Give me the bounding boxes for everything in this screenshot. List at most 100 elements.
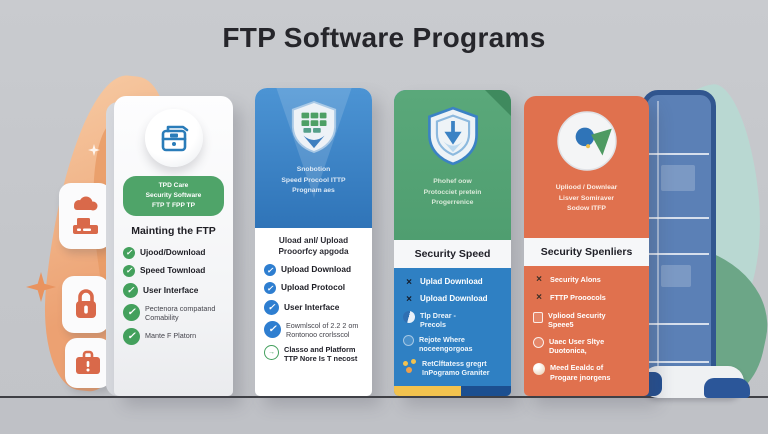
- check-circle-icon: ✓: [123, 327, 140, 345]
- card3-header: Phohef oow Protocciet pretein Progerreni…: [394, 90, 511, 240]
- list-item: × Upload Download: [403, 294, 502, 305]
- check-circle-icon: ✓: [123, 246, 135, 259]
- list-item-label: RetClftatess gregrt InPogramo Graniter: [422, 359, 490, 377]
- briefcase-icon: [76, 350, 100, 374]
- padlock-icon: [75, 288, 96, 318]
- card4-feature-list: × Security Alons × FTTP Prooocols Vplioo…: [524, 266, 649, 382]
- list-item: Tlp Drear - Precols: [403, 311, 502, 329]
- phone-divider: [649, 253, 709, 255]
- alert-x-icon: ×: [536, 274, 542, 285]
- list-item-label: User Interface: [143, 284, 199, 295]
- list-item: × FTTP Prooocols: [533, 293, 640, 303]
- badge-line: TPD Care: [158, 182, 189, 189]
- x-mark-icon: ×: [406, 277, 412, 288]
- check-circle-icon: ✓: [264, 300, 279, 316]
- phone-screen-patch: [661, 265, 691, 287]
- shield-download-icon: [427, 106, 478, 166]
- list-item-label: Eowmlscol of 2.2 2 om Rontonoo crorlssco…: [286, 321, 359, 340]
- card2-subheading: Uload anl/ Upload Prooorfcy apgoda: [278, 236, 349, 257]
- list-item-label: Vpliood Security Speee5: [548, 311, 606, 330]
- phone-divider: [649, 217, 709, 219]
- phone-screen-patch: [661, 165, 695, 191]
- cloud-server-icon: [73, 196, 98, 234]
- phone-divider: [649, 153, 709, 155]
- cloud-server-tile: [59, 183, 111, 249]
- list-item: × Uplad Download: [403, 277, 502, 288]
- list-item: × Security Alons: [533, 275, 640, 285]
- arrow-circle-icon: →: [264, 345, 279, 361]
- phone-divider: [649, 323, 709, 325]
- list-item-label: Uplad Download: [420, 277, 483, 286]
- phone-mockup: [642, 90, 716, 398]
- list-item-label: Classo and Platform TTP Nore Is T necost: [284, 345, 358, 364]
- list-item: ✓ Speed Townload: [123, 264, 224, 277]
- list-item-label: Meed Eealdc of Progare jnorgens: [550, 363, 611, 382]
- card2-header: Snobotion Speed Procool ITTP Prognam aes: [255, 88, 372, 228]
- list-item-label: Upload Protocol: [281, 282, 346, 293]
- faint-circle-icon: [403, 335, 414, 346]
- card4-header-text: Upliood / Downlear Lisver Somiraver Sodo…: [555, 184, 618, 213]
- card3-footer-stripes: [394, 386, 511, 396]
- list-item: Vpliood Security Speee5: [533, 311, 640, 329]
- list-item: ✓ User Interface: [123, 282, 224, 298]
- sphere-icon: [533, 363, 545, 376]
- list-item-label: Upload Download: [420, 294, 488, 303]
- list-item-label: Uaec User Sltye Duotonica,: [549, 337, 605, 356]
- list-item-label: Speed Townload: [140, 264, 206, 275]
- briefcase-tile: [65, 338, 111, 388]
- x-mark-icon: ×: [406, 294, 412, 305]
- ground-area: [0, 398, 768, 434]
- check-circle-icon: ✓: [264, 321, 281, 339]
- globe-circle-icon: [403, 311, 415, 323]
- list-item: ✓ Pectenora compatand Comability: [123, 303, 224, 322]
- card3-header-text: Phohef oow Protocciet pretein Progerreni…: [423, 178, 482, 207]
- check-circle-icon: ✓: [123, 303, 140, 321]
- circle-icon: [533, 337, 544, 349]
- list-item-label: Mante F Platorn: [145, 330, 197, 340]
- list-item-label: Security Alons: [550, 275, 601, 284]
- check-circle-icon: ✓: [264, 264, 276, 277]
- card1-feature-list: ✓ Ujood/Download ✓ Speed Townload ✓ User…: [114, 246, 233, 345]
- card1-heading: Mainting the FTP: [131, 224, 216, 237]
- phone-divider-vertical: [657, 101, 659, 387]
- x-mark-icon: ×: [536, 292, 542, 303]
- check-circle-icon: ✓: [264, 282, 276, 295]
- list-item: ✓ Ujood/Download: [123, 246, 224, 259]
- list-item: ✓ Upload Download: [264, 264, 363, 277]
- card2-feature-list: ✓ Upload Download ✓ Upload Protocol ✓ Us…: [255, 264, 372, 364]
- navy-book-decoration: [704, 378, 750, 398]
- check-circle-icon: ✓: [123, 264, 135, 277]
- card3-feature-list: × Uplad Download × Upload Download Tlp D…: [394, 268, 511, 377]
- target-arrow-icon: [556, 111, 617, 171]
- page-title: FTP Software Programs: [222, 22, 546, 53]
- list-item: → Classo and Platform TTP Nore Is T neco…: [264, 345, 363, 364]
- list-item: RetClftatess gregrt InPogramo Graniter: [403, 359, 502, 377]
- ground-line: [0, 396, 768, 398]
- card3-band-heading: Security Speed: [394, 240, 511, 268]
- card-speed-protocol: Snobotion Speed Procool ITTP Prognam aes…: [255, 88, 372, 396]
- list-item-label: Ujood/Download: [140, 246, 206, 257]
- list-item-label: User Interface: [284, 302, 340, 313]
- list-item: ✓ User Interface: [264, 300, 363, 316]
- card1-icon-circle: [144, 109, 203, 167]
- list-item-label: FTTP Prooocols: [550, 293, 606, 302]
- check-circle-icon: ✓: [123, 282, 138, 298]
- list-item: ✓ Upload Protocol: [264, 282, 363, 295]
- list-item: Meed Eealdc of Progare jnorgens: [533, 363, 640, 382]
- shield-grid-icon: [291, 100, 336, 154]
- card2-header-text: Snobotion Speed Procool ITTP Prognam aes: [281, 166, 346, 195]
- yellow-stripe: [394, 386, 461, 396]
- card4-header: Upliood / Downlear Lisver Somiraver Sodo…: [524, 96, 649, 238]
- document-icon: [533, 312, 543, 323]
- lock-bag-icon: [161, 125, 188, 152]
- list-item: Uaec User Sltye Duotonica,: [533, 337, 640, 355]
- list-item: Rejote Where noceengorgoas: [403, 335, 502, 353]
- navy-stripe: [460, 386, 511, 396]
- list-item-label: Upload Download: [281, 264, 352, 275]
- card4-band-heading: Security Spenliers: [524, 238, 649, 266]
- padlock-tile: [62, 276, 109, 333]
- green-badge: TPD Care Security Software FTP T FPP TP: [123, 176, 224, 216]
- list-item-label: Rejote Where noceengorgoas: [419, 335, 473, 353]
- phone-divider: [649, 361, 709, 363]
